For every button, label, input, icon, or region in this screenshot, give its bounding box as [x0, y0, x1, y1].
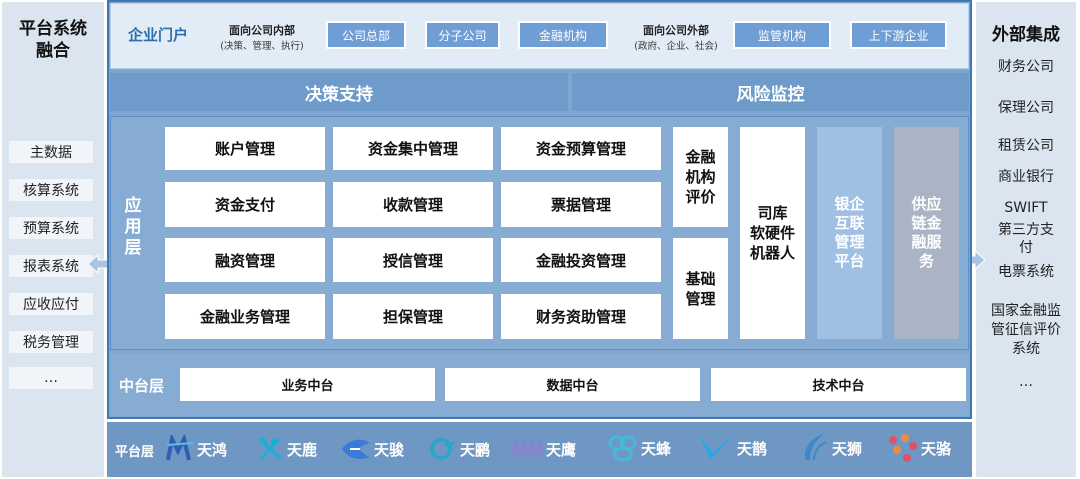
- logo-tianque[interactable]: 天鹊: [697, 432, 767, 464]
- logo-tianli[interactable]: 天鹂: [428, 435, 490, 463]
- tianfeng-logo-icon: [608, 435, 637, 462]
- middle-tech-platform[interactable]: 技术中台: [711, 368, 966, 401]
- platform-layer-label: 平台层: [115, 445, 155, 460]
- middle-layer-label: 中台层: [119, 377, 165, 395]
- right-item-more[interactable]: …: [1019, 374, 1033, 390]
- right-item-e-bill[interactable]: 电票系统: [998, 264, 1054, 280]
- right-item-credit-evaluation[interactable]: 国家金融监管征信评价系统: [991, 302, 1061, 357]
- tianque-logo-icon: [699, 434, 733, 460]
- middle-business-platform[interactable]: 业务中台: [180, 368, 435, 401]
- module-vault-robot[interactable]: 司库 软硬件 机器人: [740, 127, 805, 339]
- left-item-master-data[interactable]: 主数据: [9, 141, 93, 163]
- right-item-commercial-bank[interactable]: 商业银行: [998, 169, 1054, 185]
- right-panel: 外部集成: [976, 2, 1076, 477]
- right-item-finance-company[interactable]: 财务公司: [998, 59, 1054, 75]
- module-guarantee-mgmt[interactable]: 担保管理: [333, 294, 493, 339]
- module-fund-payment[interactable]: 资金支付: [165, 182, 325, 227]
- tianhong-logo-icon: [166, 435, 194, 461]
- module-receipt-mgmt[interactable]: 收款管理: [333, 182, 493, 227]
- banner-risk-monitoring[interactable]: 风险监控: [572, 73, 969, 111]
- portal-btn-headquarters[interactable]: 公司总部: [326, 21, 406, 49]
- platform-layer: [107, 422, 972, 477]
- module-fund-budget[interactable]: 资金预算管理: [501, 127, 661, 170]
- application-layer-label: 应 用 层: [124, 196, 142, 258]
- module-fund-concentration[interactable]: 资金集中管理: [333, 127, 493, 170]
- module-account-mgmt[interactable]: 账户管理: [165, 127, 325, 170]
- module-bank-enterprise-platform[interactable]: 银企 互联 管理 平台: [817, 127, 882, 339]
- logo-tianhong[interactable]: 天鸿: [165, 435, 227, 463]
- portal-btn-regulators[interactable]: 监管机构: [733, 21, 831, 49]
- portal-title: 企业门户: [128, 26, 189, 44]
- left-item-receivable[interactable]: 应收应付: [9, 293, 93, 315]
- tianluo-logo-icon: [889, 434, 917, 462]
- left-panel-title: 平台系统 融合: [19, 19, 87, 61]
- banner-decision-support[interactable]: 决策支持: [110, 73, 568, 111]
- tianshi-logo-icon: [804, 434, 827, 461]
- portal-btn-financial-institutions[interactable]: 金融机构: [518, 21, 608, 49]
- left-item-more[interactable]: …: [9, 367, 93, 389]
- tianjun-logo-icon: [342, 439, 370, 459]
- right-item-leasing[interactable]: 租赁公司: [998, 138, 1054, 154]
- tianli-logo-icon: [430, 438, 456, 460]
- tianlu-logo-icon: [257, 437, 283, 461]
- logo-tianjun[interactable]: 天骏: [340, 435, 404, 463]
- module-credit-mgmt[interactable]: 授信管理: [333, 238, 493, 282]
- module-supply-chain-finance[interactable]: 供应 链金 融服 务: [894, 127, 959, 339]
- right-item-factoring[interactable]: 保理公司: [998, 100, 1054, 116]
- portal-external-group: 面向公司外部 (政府、企业、社会): [634, 24, 718, 52]
- logo-tianluo[interactable]: 天骆: [885, 432, 951, 464]
- logo-tianlu[interactable]: 天鹿: [255, 435, 317, 463]
- middle-data-platform[interactable]: 数据中台: [445, 368, 700, 401]
- left-item-accounting[interactable]: 核算系统: [9, 179, 93, 201]
- right-item-swift[interactable]: SWIFT: [1004, 200, 1048, 216]
- portal-internal-group: 面向公司内部 (决策、管理、执行): [220, 24, 304, 52]
- module-basic-mgmt[interactable]: 基础 管理: [673, 238, 728, 339]
- portal-btn-subsidiaries[interactable]: 分子公司: [425, 21, 500, 49]
- module-financial-investment[interactable]: 金融投资管理: [501, 238, 661, 282]
- right-item-third-party-pay[interactable]: 第三方支付: [998, 222, 1054, 256]
- tianying-logo-icon: [511, 437, 544, 458]
- logo-tianfeng[interactable]: 天蜂: [607, 432, 671, 464]
- left-panel: 平台系统 融合: [2, 2, 104, 477]
- module-fin-institution-eval[interactable]: 金融 机构 评价: [673, 127, 728, 227]
- left-item-budget[interactable]: 预算系统: [9, 217, 93, 239]
- module-financial-business[interactable]: 金融业务管理: [165, 294, 325, 339]
- portal-btn-supply-chain-partners[interactable]: 上下游企业: [850, 21, 947, 49]
- left-item-report[interactable]: 报表系统: [9, 255, 93, 277]
- right-panel-title: 外部集成: [992, 25, 1060, 45]
- module-financing-mgmt[interactable]: 融资管理: [165, 238, 325, 282]
- module-financial-aid[interactable]: 财务资助管理: [501, 294, 661, 339]
- logo-tianying[interactable]: 天鹰: [510, 435, 576, 463]
- logo-tianshi[interactable]: 天狮: [800, 432, 862, 464]
- left-item-tax[interactable]: 税务管理: [9, 331, 93, 353]
- module-bill-mgmt[interactable]: 票据管理: [501, 182, 661, 227]
